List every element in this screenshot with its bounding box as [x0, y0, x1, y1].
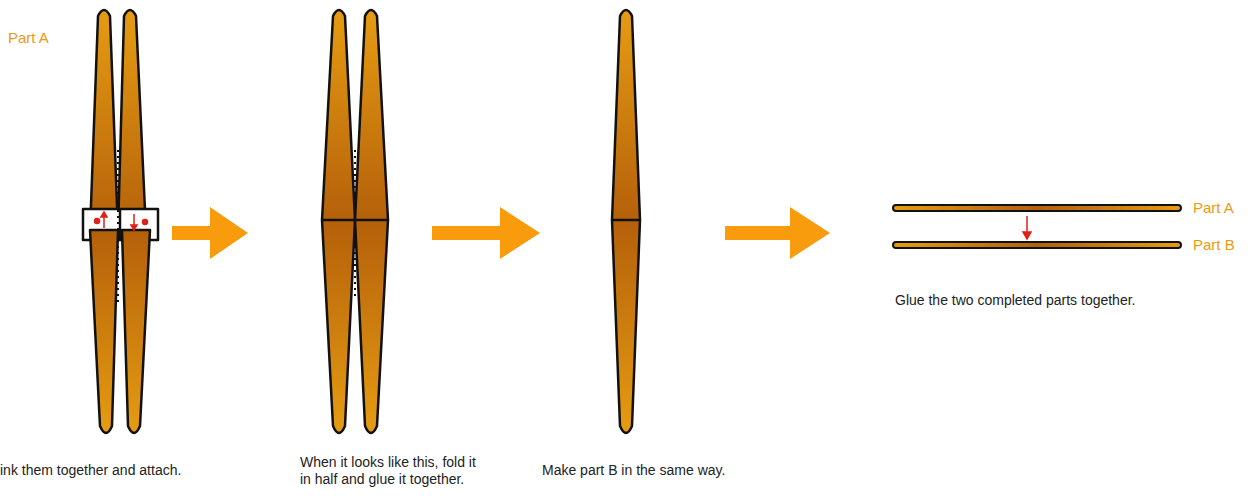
step-arrow [172, 207, 830, 259]
step-caption: Make part B in the same way. [542, 462, 725, 479]
fold-line [117, 150, 119, 305]
folded-strip [612, 10, 640, 433]
attach-marks [95, 212, 148, 230]
strip-halves [83, 10, 158, 433]
step-caption: Glue the two completed parts together. [895, 292, 1135, 309]
joined-strip [322, 10, 388, 433]
fold-line [354, 150, 356, 300]
part-name: Part B [1193, 236, 1235, 253]
step-caption: ink them together and attach. [0, 462, 181, 479]
step-caption: When it looks like this, fold it in half… [300, 454, 480, 488]
part-name: Part A [8, 29, 49, 46]
part-name: Part A [1193, 199, 1234, 216]
completed-parts [893, 205, 1181, 248]
glue-arrow [1023, 216, 1031, 239]
